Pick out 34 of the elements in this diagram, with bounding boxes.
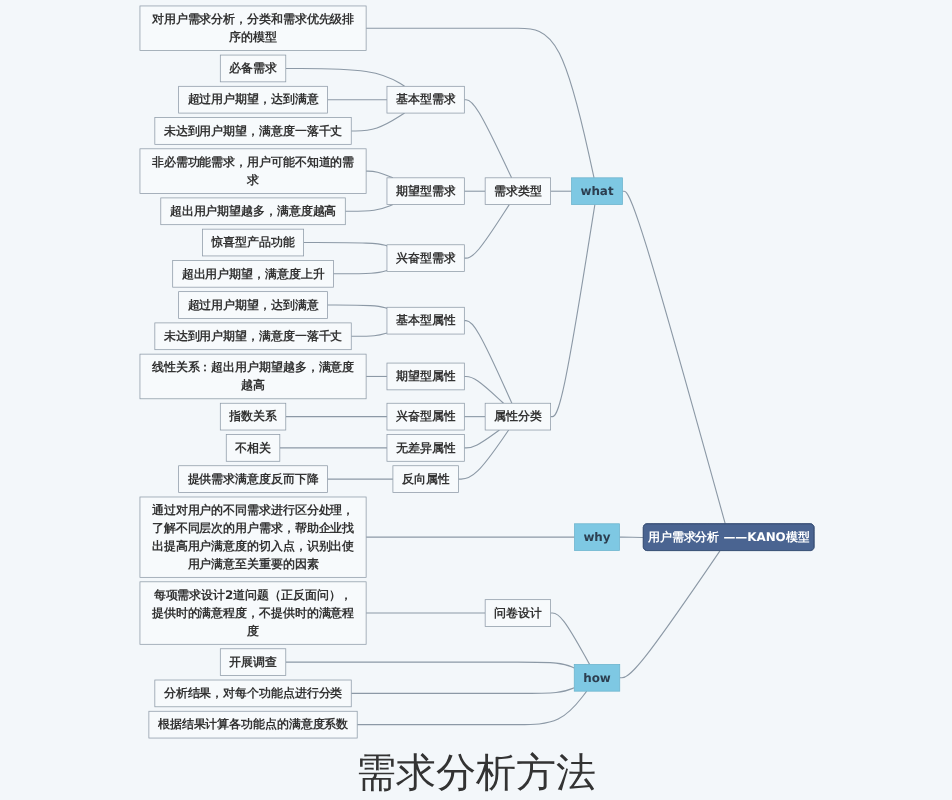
connector bbox=[364, 375, 387, 377]
connector bbox=[462, 99, 512, 179]
connector bbox=[456, 429, 509, 480]
connector bbox=[343, 204, 393, 212]
caption: 需求分析方法 bbox=[356, 748, 596, 796]
connector bbox=[349, 687, 574, 694]
connector bbox=[462, 320, 512, 404]
connector bbox=[618, 536, 644, 539]
connector bbox=[325, 478, 393, 480]
connector bbox=[462, 429, 499, 449]
connector bbox=[278, 447, 387, 449]
connector bbox=[284, 416, 387, 418]
connector bbox=[549, 204, 595, 418]
connector bbox=[364, 612, 485, 614]
connector bbox=[364, 27, 594, 179]
connector bbox=[325, 99, 387, 101]
connector bbox=[325, 304, 387, 309]
connector bbox=[349, 112, 405, 132]
connector bbox=[549, 612, 590, 665]
connector bbox=[364, 170, 393, 179]
connector bbox=[284, 661, 574, 669]
connector bbox=[349, 332, 387, 337]
connector bbox=[364, 536, 575, 538]
connector bbox=[549, 190, 572, 192]
connector bbox=[618, 550, 720, 679]
connector bbox=[462, 204, 509, 259]
connector bbox=[462, 190, 485, 192]
connector bbox=[302, 242, 387, 247]
connector bbox=[621, 190, 725, 525]
connector bbox=[462, 416, 485, 418]
connector bbox=[331, 269, 387, 275]
connector bbox=[355, 690, 587, 726]
connector bbox=[284, 67, 405, 87]
connector bbox=[462, 375, 504, 404]
